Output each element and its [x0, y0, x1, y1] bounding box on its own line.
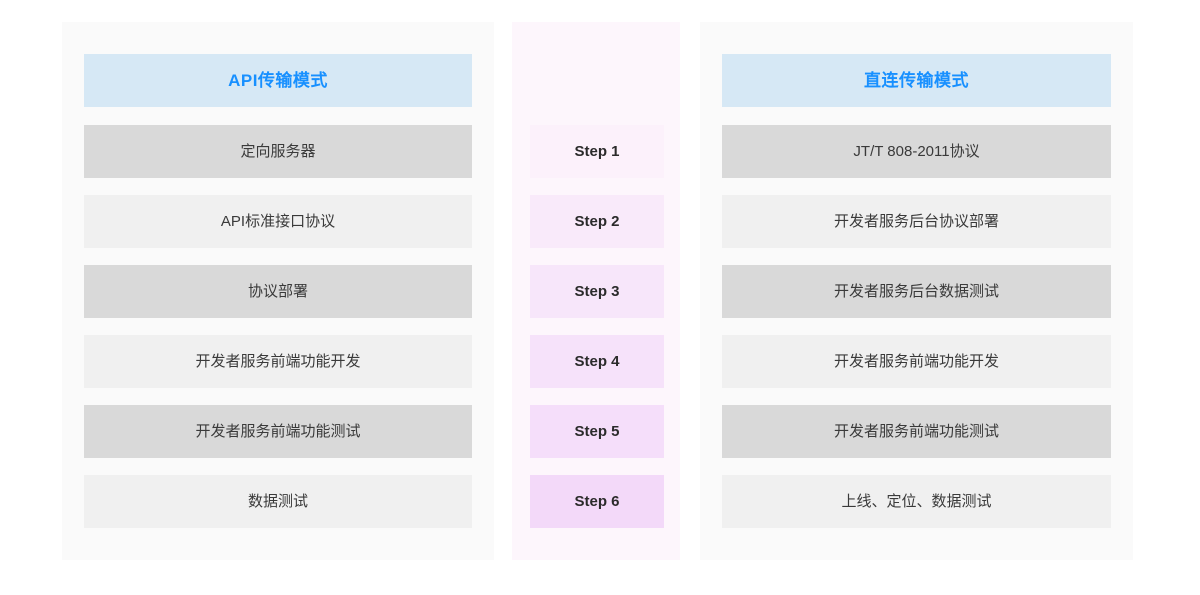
direct-mode-row-list: JT/T 808-2011协议开发者服务后台协议部署开发者服务后台数据测试开发者… — [722, 125, 1111, 528]
direct-mode-stack: 直连传输模式 JT/T 808-2011协议开发者服务后台协议部署开发者服务后台… — [722, 54, 1111, 528]
api-mode-stack: API传输模式 定向服务器 API标准接口协议协议部署开发者服务前端功能开发开发者… — [84, 54, 472, 528]
step-item: Step 5 — [530, 405, 664, 458]
process-step-row: 开发者服务前端功能开发 — [722, 335, 1111, 388]
step-row-list: Step 1 Step 2 Step 3 Step 4 Step 5 Step 6 — [530, 125, 664, 528]
process-step-row: JT/T 808-2011协议 — [722, 125, 1111, 178]
process-step-row: 上线、定位、数据测试 — [722, 475, 1111, 528]
process-step-row: 数据测试 — [84, 475, 472, 528]
step-panel: Step 1 Step 2 Step 3 Step 4 Step 5 Step 6 — [512, 22, 680, 560]
step-item: Step 1 — [530, 125, 664, 178]
process-step-row: 开发者服务前端功能开发 — [84, 335, 472, 388]
process-step-row: 开发者服务后台协议部署 — [722, 195, 1111, 248]
process-step-row: 协议部署 — [84, 265, 472, 318]
step-stack: Step 1 Step 2 Step 3 Step 4 Step 5 Step 6 — [530, 125, 664, 528]
process-step-row: 定向服务器 — [84, 125, 472, 178]
api-mode-panel: API传输模式 定向服务器 API标准接口协议协议部署开发者服务前端功能开发开发者… — [62, 22, 494, 560]
process-step-row: 开发者服务前端功能测试 — [722, 405, 1111, 458]
api-mode-row-list: 定向服务器 API标准接口协议协议部署开发者服务前端功能开发开发者服务前端功能测试… — [84, 125, 472, 528]
step-item: Step 3 — [530, 265, 664, 318]
process-step-row: 开发者服务后台数据测试 — [722, 265, 1111, 318]
direct-mode-header: 直连传输模式 — [722, 54, 1111, 107]
direct-mode-panel: 直连传输模式 JT/T 808-2011协议开发者服务后台协议部署开发者服务后台… — [700, 22, 1133, 560]
step-item: Step 4 — [530, 335, 664, 388]
process-step-row: 开发者服务前端功能测试 — [84, 405, 472, 458]
step-item: Step 6 — [530, 475, 664, 528]
api-mode-header: API传输模式 — [84, 54, 472, 107]
step-item: Step 2 — [530, 195, 664, 248]
process-step-row: API标准接口协议 — [84, 195, 472, 248]
